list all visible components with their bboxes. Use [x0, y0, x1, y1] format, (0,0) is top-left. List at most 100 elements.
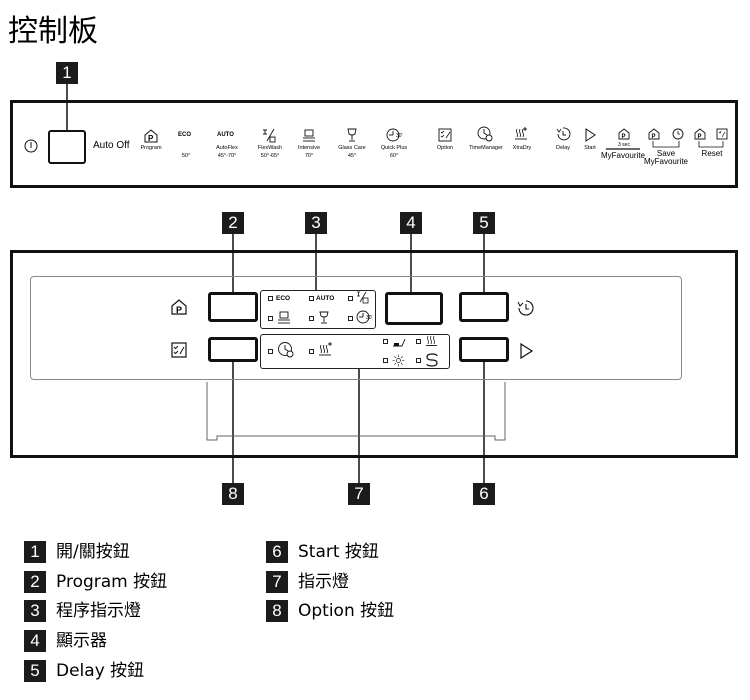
- eco-label: ECO: [178, 132, 192, 138]
- save-delay-icon: [672, 128, 684, 140]
- legend-text-8: Option 按鈕: [298, 601, 395, 621]
- option-button[interactable]: [208, 337, 258, 362]
- start-icon: [585, 128, 596, 142]
- save-myfavourite-label: MyFavourite: [643, 157, 688, 166]
- legend-badge-2: 2: [24, 571, 46, 593]
- legend-item-6: 6 Start 按鈕: [266, 541, 379, 563]
- on-off-button[interactable]: [48, 130, 86, 164]
- xtradry-icon: [515, 127, 527, 140]
- svg-text:30': 30': [396, 133, 403, 139]
- start-button[interactable]: [459, 337, 509, 362]
- end-indicator: [383, 358, 388, 363]
- autoflex-label: AutoFlex: [216, 145, 238, 151]
- callout-8: 8: [222, 483, 244, 505]
- save-label: Save: [656, 149, 676, 158]
- xtradry-icon-small: [319, 342, 332, 356]
- callout-5: 5: [473, 212, 495, 234]
- rinse-aid-icon: [393, 338, 406, 347]
- program-icon: P: [144, 129, 158, 143]
- delay-label: Delay: [555, 145, 571, 151]
- legend-badge-5: 5: [24, 660, 46, 682]
- timemanager-indicator: [268, 349, 273, 354]
- save-program-icon: P: [648, 128, 660, 140]
- legend-text-4: 顯示器: [56, 631, 107, 651]
- option-icon-large: [171, 342, 187, 358]
- myfavourite-icon: P: [618, 128, 630, 140]
- reset-program-icon: P: [694, 128, 706, 140]
- eco-indicator: [268, 296, 273, 301]
- control-panel-top: [10, 100, 738, 188]
- start-icon-large: [520, 342, 534, 360]
- auto-label: AUTO: [217, 132, 234, 138]
- quickplus-temp: 60°: [389, 153, 399, 159]
- reset-bracket: [698, 141, 724, 148]
- legend-text-5: Delay 按鈕: [56, 661, 145, 681]
- program-label: Program: [140, 145, 162, 151]
- legend-badge-1: 1: [24, 541, 46, 563]
- flexwash-label: FlexWash: [257, 145, 283, 151]
- legend-badge-6: 6: [266, 541, 288, 563]
- legend-item-1: 1 開/關按鈕: [24, 541, 130, 563]
- intensive-icon: [303, 129, 315, 142]
- intensive-label: Intensive: [297, 145, 320, 151]
- control-panel-bottom: [10, 250, 738, 458]
- callout-3: 3: [305, 212, 327, 234]
- salt-icon: [426, 353, 438, 367]
- legend-badge-8: 8: [266, 600, 288, 622]
- delay-button[interactable]: [459, 292, 509, 322]
- dry-indicator: [416, 339, 421, 344]
- eco-temp: 50°: [181, 153, 191, 159]
- quickplus-indicator: [348, 316, 353, 321]
- xtradry-label: XtraDry: [512, 145, 532, 151]
- legend-item-4: 4 顯示器: [24, 630, 107, 652]
- callout-7: 7: [348, 483, 370, 505]
- callout-2: 2: [222, 212, 244, 234]
- display: [385, 292, 443, 325]
- quickplus-icon-small: 30': [356, 310, 373, 324]
- flexwash-indicator: [348, 296, 353, 301]
- program-button[interactable]: [208, 292, 258, 322]
- callout-4: 4: [400, 212, 422, 234]
- svg-text:P: P: [148, 134, 154, 143]
- program-icon-large: P: [171, 299, 187, 315]
- legend-text-2: Program 按鈕: [56, 572, 168, 592]
- svg-text:P: P: [176, 305, 182, 315]
- start-label: Start: [584, 145, 596, 151]
- flexwash-icon: [263, 128, 276, 143]
- option-icon: [438, 128, 452, 142]
- auto-indicator: [309, 296, 314, 301]
- dry-icon: [426, 335, 437, 346]
- legend-text-1: 開/關按鈕: [56, 542, 130, 562]
- svg-text:P: P: [652, 134, 656, 140]
- option-label: Option: [436, 145, 454, 151]
- glasscare-label: Glass Care: [338, 145, 366, 151]
- quickplus-label: Quick Plus: [380, 145, 408, 151]
- power-icon: [24, 139, 38, 153]
- legend-badge-7: 7: [266, 571, 288, 593]
- svg-text:30': 30': [366, 315, 373, 321]
- flexwash-temp: 50°-65°: [260, 153, 280, 159]
- quickplus-icon: 30': [386, 128, 403, 142]
- eco-indicator-label: ECO: [276, 295, 291, 302]
- control-panel-inner: [30, 276, 682, 380]
- myfavourite-label: MyFavourite: [600, 151, 645, 160]
- auto-indicator-label: AUTO: [316, 295, 335, 302]
- intensive-icon-small: [278, 311, 290, 324]
- legend-text-6: Start 按鈕: [298, 542, 379, 562]
- reset-option-icon: [716, 128, 728, 140]
- svg-text:P: P: [698, 134, 702, 140]
- legend-text-3: 程序指示燈: [56, 601, 141, 621]
- sun-icon: [392, 354, 405, 367]
- xtradry-indicator: [309, 349, 314, 354]
- legend-item-8: 8 Option 按鈕: [266, 600, 394, 622]
- legend-item-2: 2 Program 按鈕: [24, 571, 167, 593]
- program-indicators: [260, 290, 376, 329]
- legend-badge-4: 4: [24, 630, 46, 652]
- glasscare-indicator: [309, 316, 314, 321]
- svg-text:P: P: [622, 134, 626, 140]
- flexwash-icon-small: [357, 291, 369, 304]
- timemanager-icon-small: [278, 342, 294, 358]
